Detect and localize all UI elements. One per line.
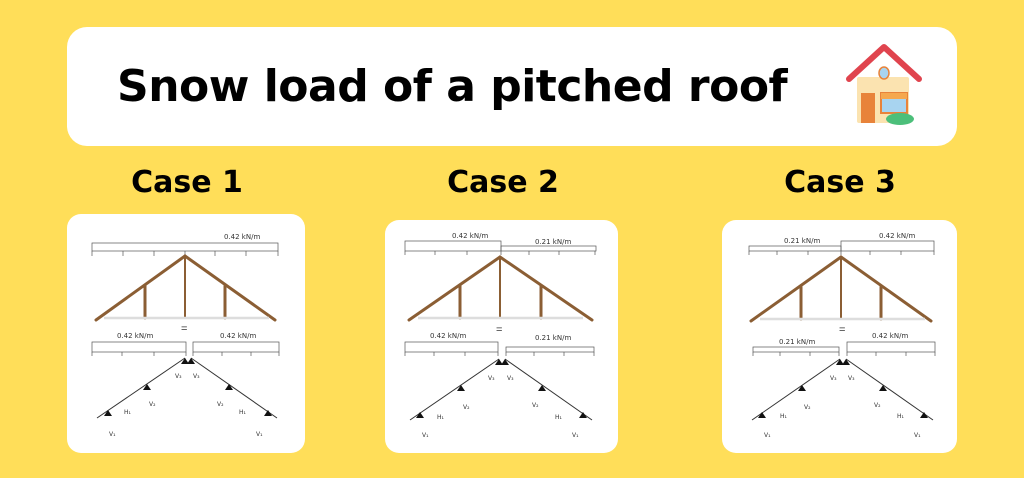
svg-text:V₃: V₃ [488, 375, 495, 382]
svg-text:V₂: V₂ [217, 401, 224, 408]
case-2-diagram: 0.42 kN/m 0.21 kN/m = 0.42 kN/m 0.21 kN/… [385, 220, 618, 453]
svg-text:H₁: H₁ [780, 413, 788, 420]
svg-text:V₁: V₁ [256, 431, 263, 438]
svg-text:H₁: H₁ [555, 414, 563, 421]
svg-text:V₃: V₃ [507, 375, 514, 382]
svg-text:V₁: V₁ [422, 432, 429, 439]
svg-text:V₂: V₂ [149, 401, 156, 408]
svg-text:V₁: V₁ [109, 431, 116, 438]
case-3-diagram: 0.21 kN/m 0.42 kN/m = 0.21 kN/m 0.42 kN/… [722, 220, 957, 453]
svg-text:0.42 kN/m: 0.42 kN/m [117, 332, 153, 340]
svg-text:0.21 kN/m: 0.21 kN/m [535, 238, 571, 246]
svg-text:=: = [181, 323, 187, 335]
svg-text:0.42 kN/m: 0.42 kN/m [430, 332, 466, 340]
distributed-load-top [91, 242, 279, 256]
svg-text:V₃: V₃ [193, 373, 200, 380]
svg-text:V₁: V₁ [914, 432, 921, 439]
case-1-heading: Case 1 [131, 165, 243, 200]
svg-text:V₂: V₂ [804, 404, 811, 411]
svg-text:V₃: V₃ [848, 375, 855, 382]
case-2-heading: Case 2 [447, 165, 559, 200]
pin-supports [104, 358, 272, 416]
svg-text:0.42 kN/m: 0.42 kN/m [452, 232, 488, 240]
svg-text:0.21 kN/m: 0.21 kN/m [779, 338, 815, 346]
svg-text:H₁: H₁ [897, 413, 905, 420]
svg-text:0.42 kN/m: 0.42 kN/m [220, 332, 256, 340]
svg-text:V₂: V₂ [463, 404, 470, 411]
svg-text:0.21 kN/m: 0.21 kN/m [535, 334, 571, 342]
svg-text:0.42 kN/m: 0.42 kN/m [872, 332, 908, 340]
wooden-truss [94, 254, 277, 322]
case-3-heading: Case 3 [784, 165, 896, 200]
svg-text:V₃: V₃ [175, 373, 182, 380]
title-banner: Snow load of a pitched roof [67, 27, 957, 146]
svg-text:H₁: H₁ [437, 414, 445, 421]
svg-text:V₃: V₃ [830, 375, 837, 382]
svg-text:V₁: V₁ [764, 432, 771, 439]
svg-text:0.42 kN/m: 0.42 kN/m [879, 232, 915, 240]
svg-text:H₁: H₁ [124, 409, 132, 416]
page-title: Snow load of a pitched roof [117, 61, 788, 112]
svg-text:0.42 kN/m: 0.42 kN/m [224, 233, 260, 241]
svg-text:V₂: V₂ [874, 402, 881, 409]
svg-text:0.21 kN/m: 0.21 kN/m [784, 237, 820, 245]
svg-text:V₂: V₂ [532, 402, 539, 409]
svg-text:V₁: V₁ [572, 432, 579, 439]
svg-text:=: = [496, 324, 502, 336]
case-1-diagram: 0.42 kN/m = 0.42 kN/m 0.42 kN/m [67, 214, 305, 453]
svg-text:=: = [839, 324, 845, 336]
svg-text:H₁: H₁ [239, 409, 247, 416]
house-icon [846, 44, 922, 125]
